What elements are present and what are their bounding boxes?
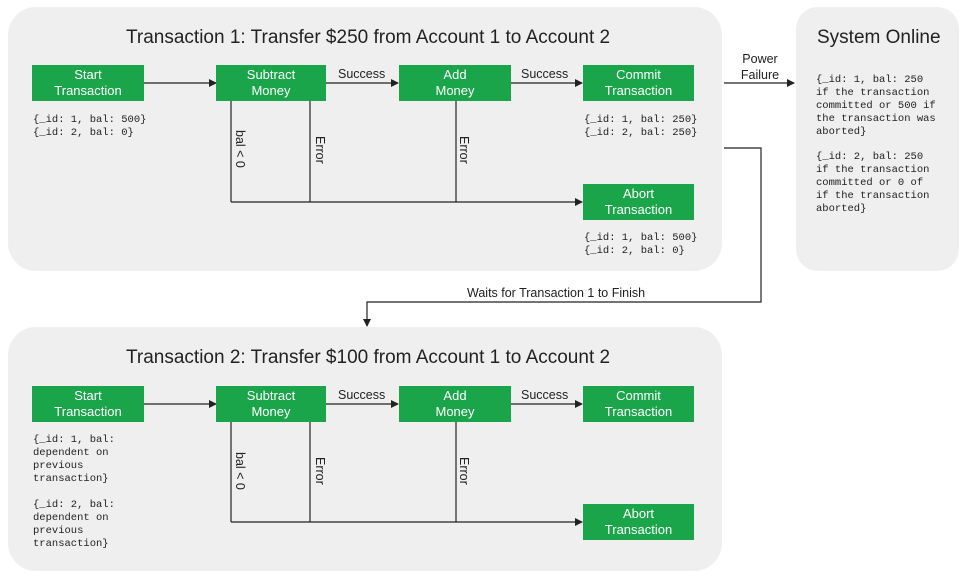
t2-add-money-box: Add Money (399, 386, 511, 422)
t2-start-state-account-2: {_id: 2, bal: dependent on previous tran… (33, 499, 115, 550)
t2-error-label-1: Error (313, 457, 327, 485)
t1-commit-transaction-box: Commit Transaction (583, 65, 694, 101)
transaction-1-title: Transaction 1: Transfer $250 from Accoun… (126, 27, 611, 48)
system-online-title: System Online (817, 27, 941, 48)
t2-start-state-account-1: {_id: 1, bal: dependent on previous tran… (33, 434, 115, 485)
t2-success-label-1: Success (338, 388, 386, 402)
t2-subtract-money-box: Subtract Money (216, 386, 326, 422)
t1-success-label-1: Success (338, 67, 386, 81)
t2-abort-transaction-box: Abort Transaction (583, 504, 694, 540)
transaction-2-title: Transaction 2: Transfer $100 from Accoun… (126, 347, 611, 368)
t1-abort-transaction-box: Abort Transaction (583, 184, 694, 220)
t1-start-state: {_id: 1, bal: 500} {_id: 2, bal: 0} (33, 114, 147, 139)
waits-label: Waits for Transaction 1 to Finish (467, 286, 646, 300)
power-failure-label: Power Failure (740, 52, 780, 82)
system-state-account-1: {_id: 1, bal: 250 if the transaction com… (816, 74, 936, 138)
t1-error-label-2: Error (457, 136, 471, 164)
t1-error-label-1: Error (313, 136, 327, 164)
system-state-account-2: {_id: 2, bal: 250 if the transaction com… (816, 151, 930, 215)
t1-abort-state: {_id: 1, bal: 500} {_id: 2, bal: 0} (584, 232, 698, 257)
system-online-panel (796, 7, 959, 271)
t2-commit-transaction-box: Commit Transaction (583, 386, 694, 422)
waits-connector (363, 147, 762, 327)
t1-success-label-2: Success (521, 67, 569, 81)
t2-bal-lt-0-label: bal < 0 (233, 452, 247, 490)
t1-commit-state: {_id: 1, bal: 250} {_id: 2, bal: 250} (584, 114, 698, 139)
t1-bal-lt-0-label: bal < 0 (233, 130, 247, 168)
transaction-1-panel (8, 7, 722, 271)
t2-error-label-2: Error (457, 457, 471, 485)
t2-success-label-2: Success (521, 388, 569, 402)
t1-start-transaction-box: Start Transaction (32, 65, 144, 101)
t2-start-transaction-box: Start Transaction (32, 386, 144, 422)
t1-add-money-box: Add Money (399, 65, 511, 101)
t1-subtract-money-box: Subtract Money (216, 65, 326, 101)
